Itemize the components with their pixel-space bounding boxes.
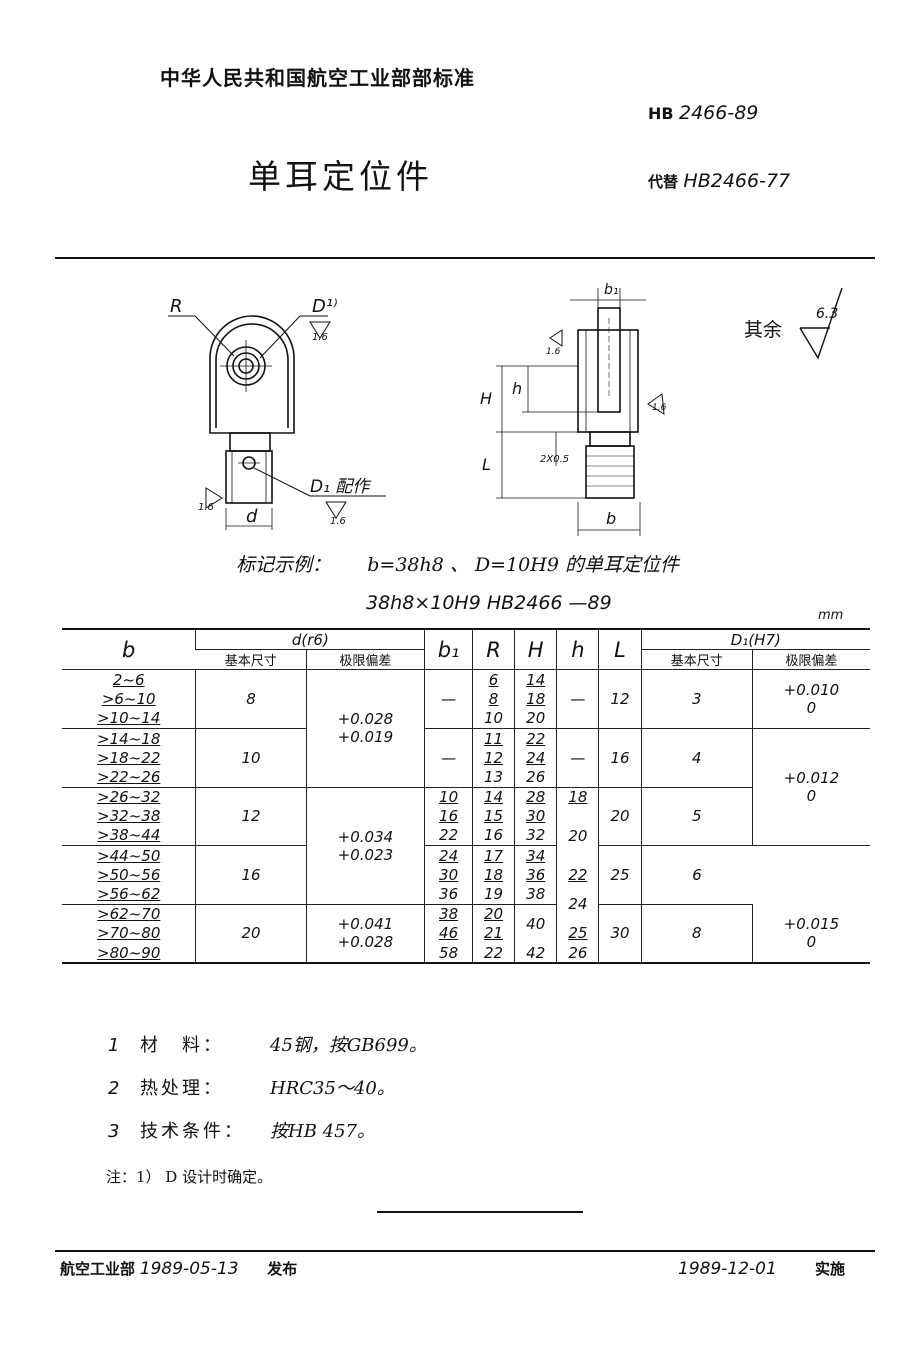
label-R: R	[170, 296, 183, 317]
label-b: b	[606, 509, 616, 528]
header-divider	[55, 257, 875, 259]
table-row: >6~10 8 18	[62, 689, 870, 709]
rough-d: 1.6	[546, 347, 561, 357]
col-D1: D₁(H7)	[640, 628, 870, 651]
marking-example-text: b=38h8 、 D=10H9 的单耳定位件	[367, 554, 679, 576]
publisher: 航空工业部	[60, 1260, 136, 1278]
col-d-limit: 极限偏差	[305, 649, 425, 671]
col-d: d(r6)	[195, 628, 425, 651]
publish-date: 1989-05-13	[139, 1259, 239, 1279]
marking-example: 标记示例： b=38h8 、 D=10H9 的单耳定位件	[236, 550, 679, 577]
col-b: b	[62, 628, 196, 671]
label-chamfer: 2X0.5	[540, 454, 569, 465]
dimension-table: b d(r6) b₁ R H h L D₁(H7) 基本尺寸 极限偏差 基本尺寸…	[62, 628, 870, 965]
rest-label: 其余	[744, 319, 782, 341]
table-row: >26~32 12 +0.034 +0.023 10 14 28 18 20 5	[62, 787, 870, 905]
standard-number: HB 2466-89	[648, 102, 758, 124]
label-H: H	[480, 389, 492, 408]
rest-rough-value: 6.3	[816, 306, 838, 322]
table-row: >38~44 22 16 32	[62, 825, 870, 847]
table-row: >70~80 46 21 25	[62, 923, 870, 943]
marking-code: 38h8×10H9 HB2466 —89	[366, 592, 612, 614]
label-d: d	[246, 506, 258, 527]
technical-drawing: R D¹⁾ 1.6 D₁ 配作 1.6 d 1.6 b₁ H h L 2X0.5…	[168, 282, 843, 536]
table-row: >56~62 36 19 38 24	[62, 884, 870, 924]
side-neck	[589, 431, 631, 447]
unit-label: mm	[818, 608, 844, 623]
implement-date: 1989-12-01	[678, 1259, 777, 1279]
standard-code: 2466-89	[679, 102, 759, 124]
side-shank	[585, 445, 635, 499]
table-row: >10~14 10 20	[62, 708, 870, 729]
replaces-label: 代替	[648, 173, 679, 191]
table-row: >18~22 12 24	[62, 748, 870, 768]
col-L: L	[598, 628, 642, 671]
replaces-standard: 代替 HB2466-77	[648, 170, 790, 192]
footnote: 注：1） D 设计时确定。	[106, 1168, 273, 1186]
end-divider	[377, 1211, 583, 1213]
shank	[225, 450, 273, 504]
label-L: L	[482, 455, 491, 474]
rough-e: 1.6	[652, 403, 667, 413]
table-row: >80~90 58 22 42 26	[62, 943, 870, 965]
table-row: >32~38 16 15 30 20	[62, 806, 870, 866]
rough-c: 1.6	[198, 502, 214, 513]
col-h: h	[556, 628, 599, 671]
table-row: >44~50 16 24 17 34 25 6	[62, 845, 870, 905]
slot	[597, 307, 621, 413]
ear-inner-outline	[215, 323, 289, 428]
ear-outline	[209, 315, 295, 434]
table-row: >50~56 30 18 36 22	[62, 865, 870, 885]
col-D1-basic: 基本尺寸	[640, 649, 753, 671]
rough-a: 1.6	[312, 332, 328, 343]
label-b1: b₁	[604, 282, 619, 298]
footer-divider	[55, 1250, 875, 1252]
label-D1-fit: D₁ 配作	[310, 477, 372, 497]
standard-prefix: HB	[648, 104, 674, 123]
publish-label: 发布	[267, 1260, 298, 1278]
label-D: D¹⁾	[312, 296, 338, 317]
organization-title: 中华人民共和国航空工业部部标准	[160, 66, 475, 90]
col-D1-limit: 极限偏差	[751, 649, 870, 671]
col-H: H	[514, 628, 557, 671]
marking-example-label: 标记示例：	[236, 554, 332, 576]
table-row: >22~26 13 26	[62, 767, 870, 788]
implement-label: 实施	[814, 1260, 845, 1278]
publish-info: 航空工业部 1989-05-13 发布	[60, 1258, 297, 1279]
label-h: h	[512, 379, 522, 398]
col-d-basic: 基本尺寸	[195, 649, 307, 671]
col-b1: b₁	[424, 628, 473, 671]
table-row: 2~6 8 +0.028 +0.019 — 6 14 — 12 3 +0.010…	[62, 669, 870, 788]
table-row: >14~18 10 — 11 22 — 16 4 +0.012 0	[62, 728, 870, 847]
replaces-code: HB2466-77	[683, 170, 791, 192]
table-row: >62~70 20 +0.041 +0.028 38 20 40 30 8 +0…	[62, 904, 870, 965]
rough-b: 1.6	[330, 516, 346, 527]
implement-info: 1989-12-01 实施	[678, 1258, 845, 1279]
col-R: R	[471, 628, 515, 671]
side-body	[577, 329, 639, 433]
document-title: 单耳定位件	[248, 157, 433, 196]
neck	[229, 432, 271, 452]
